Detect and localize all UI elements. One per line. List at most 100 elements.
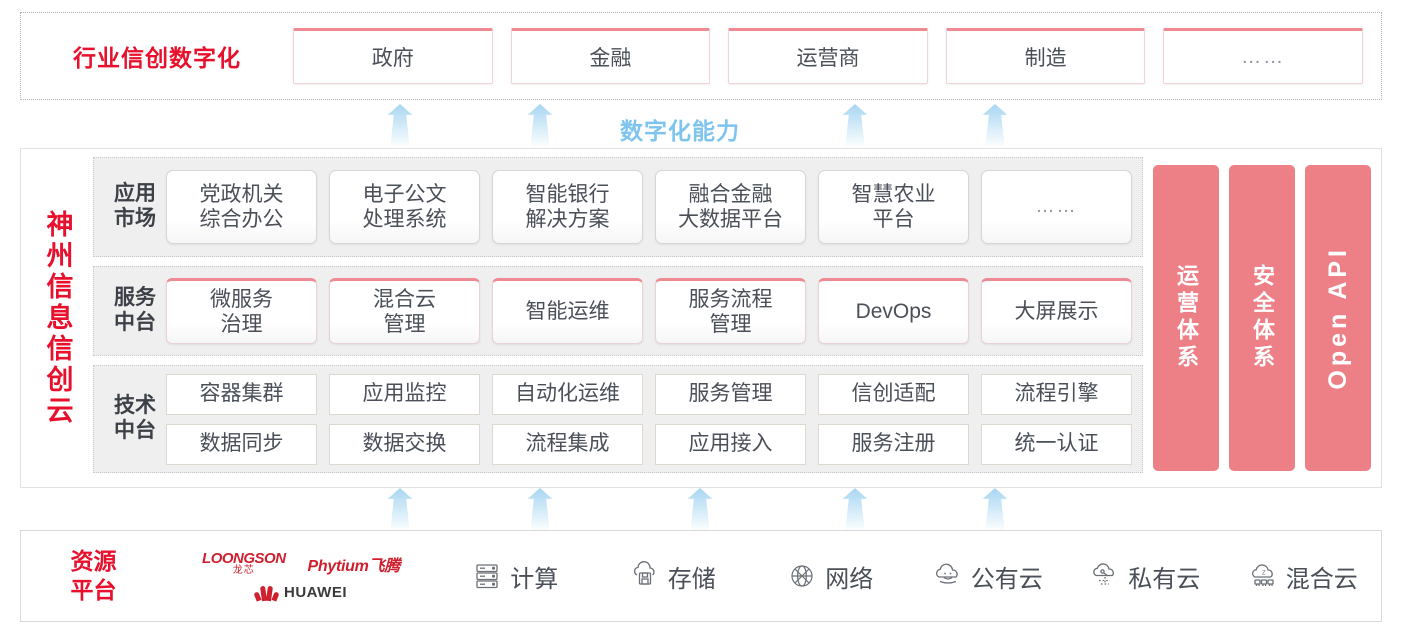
up-arrow-icon [387, 488, 413, 530]
resource-item-label: 公有云 [970, 565, 1043, 593]
svc-cell-microservice-governance[interactable]: 微服务 治理 [166, 278, 317, 344]
svc-cell-intelligent-ops[interactable]: 智能运维 [492, 278, 643, 344]
svc-cell-devops[interactable]: DevOps [818, 278, 969, 344]
cell-line1: 党政机关 [199, 182, 284, 206]
tech-cell-container-cluster[interactable]: 容器集群 [166, 373, 317, 415]
resource-item-private-cloud[interactable]: 私有云 [1066, 559, 1224, 594]
resource-item-storage[interactable]: 存储 [594, 559, 752, 594]
loongson-logo: LOONGSON 龙芯 [202, 551, 286, 576]
tech-cell-data-exchange[interactable]: 数据交换 [329, 423, 480, 465]
cell-line2: 解决方案 [525, 208, 610, 231]
server-icon [471, 560, 503, 592]
huawei-logo-text: HUAWEI [284, 584, 347, 601]
huawei-flower-icon [253, 585, 280, 602]
cell-line1: 服务流程 [688, 287, 773, 311]
technology-row-2: 数据同步 数据交换 流程集成 应用接入 服务注册 统一认证 [166, 423, 1132, 465]
up-arrow-icon [982, 488, 1008, 530]
tech-cell-unified-auth[interactable]: 统一认证 [981, 423, 1132, 465]
tech-cell-service-registration[interactable]: 服务注册 [818, 423, 969, 465]
layer-label-line1: 应用 [114, 182, 156, 206]
up-arrow-icon [387, 104, 413, 146]
service-platform-cells: 微服务 治理 混合云 管理 智能运维 [166, 267, 1132, 355]
up-arrow-icon [527, 104, 553, 146]
resource-title-line1: 资源 [70, 548, 117, 575]
cell-line1: 微服务 [210, 287, 273, 311]
loongson-logo-en: LOONGSON [202, 550, 286, 567]
public-cloud-icon [932, 560, 964, 592]
cell-line2: 平台 [872, 208, 915, 231]
technology-row-1: 容器集群 应用监控 自动化运维 服务管理 信创适配 流程引擎 [166, 373, 1132, 415]
cell-line1: 融合金融 [688, 182, 773, 206]
layer-label-line1: 技术 [114, 394, 156, 418]
resource-title-line2: 平台 [70, 577, 117, 603]
industry-box-more[interactable]: …… [1163, 28, 1363, 84]
layer-label-service-platform: 服务 中台 [104, 286, 166, 336]
pillar-open-api[interactable]: Open API [1305, 165, 1371, 471]
pillar-label: 运营体系 [1174, 264, 1199, 372]
cell-line2: 处理系统 [362, 208, 447, 231]
pillar-list: 运营体系 安全体系 Open API [1153, 157, 1371, 479]
up-arrow-icon [527, 488, 553, 530]
layer-label-line2: 市场 [114, 207, 156, 230]
resource-item-label: 计算 [510, 565, 559, 593]
cell-line2: 管理 [383, 313, 426, 336]
cell-line1: 混合云 [373, 287, 436, 311]
tech-cell-xinchuang-adaptation[interactable]: 信创适配 [818, 373, 969, 415]
pillar-label: 安全体系 [1250, 264, 1275, 372]
layer-label-line1: 服务 [114, 286, 156, 310]
svc-cell-big-screen-display[interactable]: 大屏展示 [981, 278, 1132, 344]
resource-platform-band: 资源 平台 LOONGSON 龙芯 Phytium飞腾 HUAWEI [20, 530, 1382, 622]
tech-cell-app-monitoring[interactable]: 应用监控 [329, 373, 480, 415]
technology-platform-cells: 容器集群 应用监控 自动化运维 服务管理 信创适配 流程引擎 数据同步 数据交换… [166, 366, 1132, 472]
tech-cell-app-access[interactable]: 应用接入 [655, 423, 806, 465]
cell-line2: 大数据平台 [678, 208, 783, 231]
vendor-logo-row-2: HUAWEI [253, 584, 347, 602]
private-cloud-icon [1089, 560, 1121, 592]
cloud-platform-title-text: 神州信息信创云 [42, 209, 73, 427]
cell-line2: 治理 [220, 313, 263, 336]
tech-cell-service-management[interactable]: 服务管理 [655, 373, 806, 415]
vendor-logo-row-1: LOONGSON 龙芯 Phytium飞腾 [202, 551, 400, 576]
svc-cell-service-process-mgmt[interactable]: 服务流程 管理 [655, 278, 806, 344]
resource-item-list: 计算 存储 [436, 559, 1381, 594]
tech-cell-data-sync[interactable]: 数据同步 [166, 423, 317, 465]
app-cell-more[interactable]: …… [981, 170, 1132, 244]
resource-item-public-cloud[interactable]: 公有云 [909, 559, 1067, 594]
app-cell-finance-bigdata[interactable]: 融合金融 大数据平台 [655, 170, 806, 244]
hybrid-cloud-icon: Z [1247, 560, 1279, 592]
up-arrow-icon [687, 488, 713, 530]
svg-text:Z: Z [1262, 571, 1266, 577]
industry-box-finance[interactable]: 金融 [510, 28, 711, 84]
capability-label: 数字化能力 [620, 118, 740, 144]
tech-cell-process-engine[interactable]: 流程引擎 [981, 373, 1132, 415]
cell-line1: 电子公文 [362, 182, 447, 206]
industry-box-manufacturing[interactable]: 制造 [945, 28, 1146, 84]
industry-box-operator[interactable]: 运营商 [728, 28, 928, 84]
resource-item-hybrid-cloud[interactable]: Z 混合云 [1224, 559, 1382, 594]
layer-application-market: 应用 市场 党政机关 综合办公 电子公文 [93, 157, 1143, 257]
cell-line2: 综合办公 [199, 208, 284, 231]
resource-item-compute[interactable]: 计算 [436, 559, 594, 594]
layer-label-line2: 中台 [114, 311, 156, 334]
capability-arrow-row: 数字化能力 [0, 104, 1402, 146]
resource-arrow-row [0, 488, 1402, 530]
app-cell-government-office[interactable]: 党政机关 综合办公 [166, 170, 317, 244]
layer-label-application-market: 应用 市场 [104, 182, 166, 232]
resource-item-network[interactable]: 网络 [751, 559, 909, 594]
tech-cell-process-integration[interactable]: 流程集成 [492, 423, 643, 465]
pillar-operations-system[interactable]: 运营体系 [1153, 165, 1219, 471]
cell-line2: 管理 [709, 313, 752, 336]
app-cell-smart-agriculture[interactable]: 智慧农业 平台 [818, 170, 969, 244]
resource-item-label: 私有云 [1128, 565, 1201, 593]
tech-cell-automated-ops[interactable]: 自动化运维 [492, 373, 643, 415]
industry-box-government[interactable]: 政府 [293, 28, 493, 84]
industry-box-list: 政府 金融 运营商 制造 …… [293, 28, 1381, 84]
cell-line1: 智能银行 [525, 182, 610, 206]
pillar-security-system[interactable]: 安全体系 [1229, 165, 1295, 471]
svc-cell-hybrid-cloud-mgmt[interactable]: 混合云 管理 [329, 278, 480, 344]
industry-band: 行业信创数字化 政府 金融 运营商 制造 …… [20, 12, 1382, 100]
cloud-platform-body: 应用 市场 党政机关 综合办公 电子公文 [93, 149, 1381, 487]
app-cell-smart-bank[interactable]: 智能银行 解决方案 [492, 170, 643, 244]
pillar-label: Open API [1323, 246, 1352, 390]
app-cell-edoc-system[interactable]: 电子公文 处理系统 [329, 170, 480, 244]
